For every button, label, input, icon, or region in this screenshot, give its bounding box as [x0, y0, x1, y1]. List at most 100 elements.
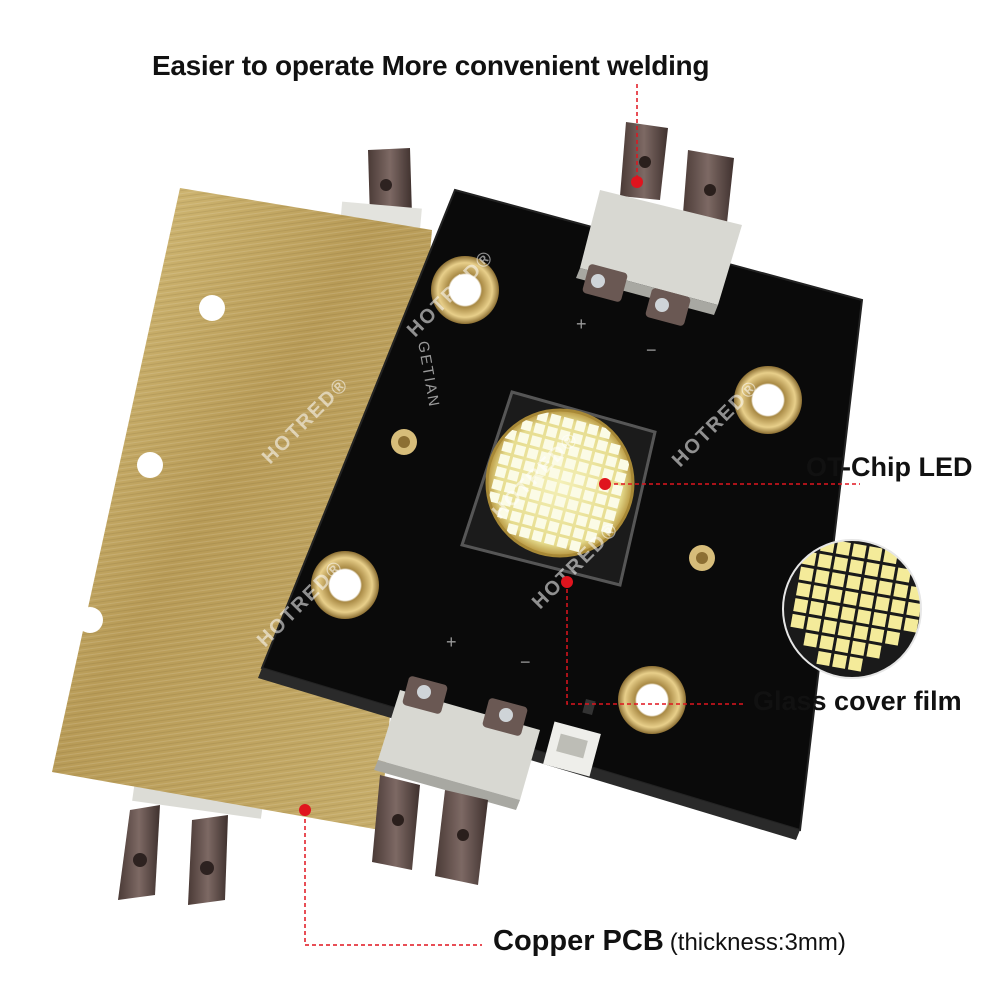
callout-dot-terminal	[631, 176, 643, 188]
led-emitter-cell	[833, 556, 849, 572]
led-emitter-cell	[903, 617, 919, 633]
led-emitter-cell	[861, 577, 877, 593]
led-emitter-cell	[518, 526, 532, 539]
led-emitter-cell	[600, 521, 614, 534]
led-emitter-cell	[579, 502, 592, 515]
led-emitter-cell	[880, 564, 896, 580]
pcb-label: Copper PCB	[493, 925, 664, 957]
led-emitter-cell	[576, 461, 589, 474]
led-emitter-cell	[538, 504, 551, 517]
led-emitter-cell	[567, 445, 580, 458]
polarity-minus-top: −	[646, 340, 657, 360]
led-emitter-cell	[817, 553, 833, 569]
led-emitter-cell	[851, 543, 867, 559]
led-emitter-cell	[507, 469, 520, 482]
callout-label-chip: OT-Chip LED	[806, 452, 973, 482]
board-top-terminals	[576, 122, 742, 326]
led-emitter-cell	[856, 609, 872, 625]
polarity-minus-bottom: −	[520, 652, 531, 672]
led-emitter-cell	[869, 627, 885, 643]
led-emitter-cell	[877, 580, 893, 596]
pcb-thickness-note: (thickness:3mm)	[669, 929, 846, 956]
led-emitter-cell	[575, 514, 589, 528]
led-emitter-cell	[503, 482, 517, 495]
polarity-plus-top: +	[576, 314, 587, 334]
led-emitter-cell	[569, 486, 583, 499]
led-emitter-cell	[595, 493, 608, 506]
led-emitter-cell	[557, 483, 570, 496]
polarity-plus-bottom: +	[446, 632, 457, 652]
led-emitter-cell	[531, 529, 544, 543]
led-emitter-cell	[814, 569, 830, 585]
led-emitter-cell	[532, 476, 545, 489]
led-emitter-cell	[554, 441, 568, 455]
led-emitter-cell	[909, 586, 921, 602]
led-emitter-cell	[848, 559, 864, 575]
led-emitter-cell	[850, 640, 866, 656]
led-emitter-cell	[595, 439, 609, 452]
led-emitter-cell	[509, 510, 522, 523]
led-emitter-cell	[569, 539, 582, 553]
led-emitter-cell	[884, 630, 901, 646]
led-emitter-cell	[510, 456, 523, 470]
led-emitter-cell	[601, 467, 615, 481]
led-emitter-cell	[549, 413, 562, 426]
led-emitter-cell	[541, 492, 554, 505]
board-mounting-pad	[618, 666, 686, 734]
led-emitter-cell	[554, 495, 567, 508]
callout-label-glass: Glass cover film	[753, 686, 962, 716]
led-emitter-cell	[525, 501, 538, 514]
led-emitter-cell	[516, 485, 529, 498]
led-emitter-cell	[803, 632, 819, 648]
led-emitter-cell	[539, 451, 552, 464]
led-emitter-cell	[811, 585, 827, 601]
led-emitter-cell	[534, 517, 548, 530]
callout-dot-glass	[561, 576, 573, 588]
led-emitter-cell	[866, 643, 882, 659]
mounting-hole	[77, 607, 103, 633]
led-emitter-cell	[798, 566, 814, 582]
led-emitter-cell	[592, 452, 605, 465]
led-emitter-cell	[550, 508, 563, 521]
led-emitter-cell	[859, 593, 875, 609]
board-mounting-pad	[431, 256, 499, 324]
led-emitter-cell	[821, 619, 837, 635]
led-emitter-cell	[545, 426, 559, 439]
led-emitter-cell	[570, 432, 584, 446]
led-emitter-cell	[795, 582, 812, 598]
led-emitter-cell	[604, 509, 617, 522]
led-emitter-grid	[487, 410, 630, 553]
led-emitter-cell	[523, 460, 536, 473]
callout-label-pcb: Copper PCB(thickness:3mm)	[493, 925, 846, 958]
led-emitter-cell	[591, 505, 604, 518]
led-emitter-cell	[561, 416, 574, 430]
led-emitter-cell	[529, 435, 543, 448]
board-mounting-pad	[311, 551, 379, 619]
led-emitter-cell	[551, 454, 564, 467]
led-emitter-cell	[573, 473, 586, 487]
led-emitter-cell	[497, 507, 510, 520]
callout-dot-pcb	[299, 804, 311, 816]
led-emitter-cell	[542, 438, 555, 451]
led-emitter-cell	[617, 458, 630, 472]
led-emitter-cell	[830, 572, 846, 588]
led-emitter-cell	[893, 583, 909, 599]
led-emitter-cell	[614, 471, 627, 484]
led-emitter-cell	[837, 622, 853, 638]
led-emitter-cell	[887, 614, 903, 630]
led-emitter-cell	[583, 436, 596, 449]
led-emitter-cell	[528, 488, 542, 502]
led-emitter-cell	[506, 523, 519, 536]
led-emitter-cell	[819, 635, 835, 651]
led-emitter-cell	[558, 429, 571, 442]
led-emitter-cell	[566, 498, 579, 512]
led-emitter-cell	[526, 447, 539, 461]
led-emitter-cell	[847, 656, 863, 672]
led-emitter-cell	[834, 638, 850, 654]
led-emitter-cell	[513, 498, 526, 511]
led-emitter-cell	[816, 650, 832, 667]
led-emitter-cell	[564, 457, 577, 471]
led-emitter-cell	[846, 574, 862, 591]
led-emitter-cell	[808, 600, 825, 616]
